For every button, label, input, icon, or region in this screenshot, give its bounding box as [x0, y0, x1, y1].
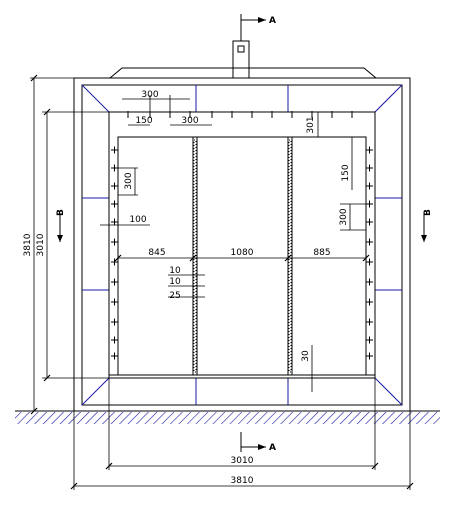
section-mark-left: B — [56, 209, 66, 242]
dim-anchor-spacing-top-2: 300 — [181, 116, 198, 126]
dimension-ticks — [30, 74, 414, 490]
dim-bottom-offset: 30 — [301, 350, 311, 362]
dim-gap-2: 10 — [169, 277, 181, 287]
panel-dividers — [192, 137, 293, 375]
dim-inner-height: 3010 — [36, 233, 46, 256]
corner-diagonals — [81, 84, 403, 406]
dim-edge-offset-right: 150 — [341, 164, 351, 181]
dim-edge-offset-top-right: 301 — [306, 116, 316, 133]
dim-panel-left: 845 — [148, 248, 165, 258]
dim-inner-width: 3010 — [231, 456, 254, 466]
section-label-bottom: A — [269, 443, 276, 453]
anchor-row-right — [366, 146, 373, 360]
lifting-lug — [232, 14, 250, 79]
section-label-left: B — [56, 209, 66, 216]
panel-divider-studs — [193, 139, 292, 373]
ground — [15, 410, 440, 424]
dim-anchor-spacing-right: 300 — [339, 208, 349, 225]
dim-anchor-spacing-left: 300 — [124, 172, 134, 189]
section-mark-right: B — [421, 209, 433, 242]
dim-overall-width: 3810 — [231, 476, 254, 486]
dim-panel-middle: 1080 — [231, 248, 254, 258]
dim-edge-offset-left: 100 — [129, 215, 146, 225]
dim-panel-right: 885 — [313, 248, 330, 258]
inner-frame — [108, 111, 376, 379]
dim-overall-height: 3810 — [23, 233, 33, 256]
dimension-lines — [30, 77, 411, 490]
dim-gap-1: 10 — [169, 266, 181, 276]
section-label-right: B — [423, 209, 433, 216]
section-label-top: A — [269, 16, 276, 26]
outer-frame — [73, 67, 411, 412]
dim-edge-offset-top: 150 — [135, 116, 152, 126]
section-mark-bottom: A — [240, 432, 276, 453]
section-mark-top: A — [241, 16, 276, 26]
dim-anchor-spacing-top: 300 — [141, 90, 158, 100]
dim-gap-3: 25 — [169, 291, 180, 301]
anchor-row-left — [111, 146, 118, 360]
